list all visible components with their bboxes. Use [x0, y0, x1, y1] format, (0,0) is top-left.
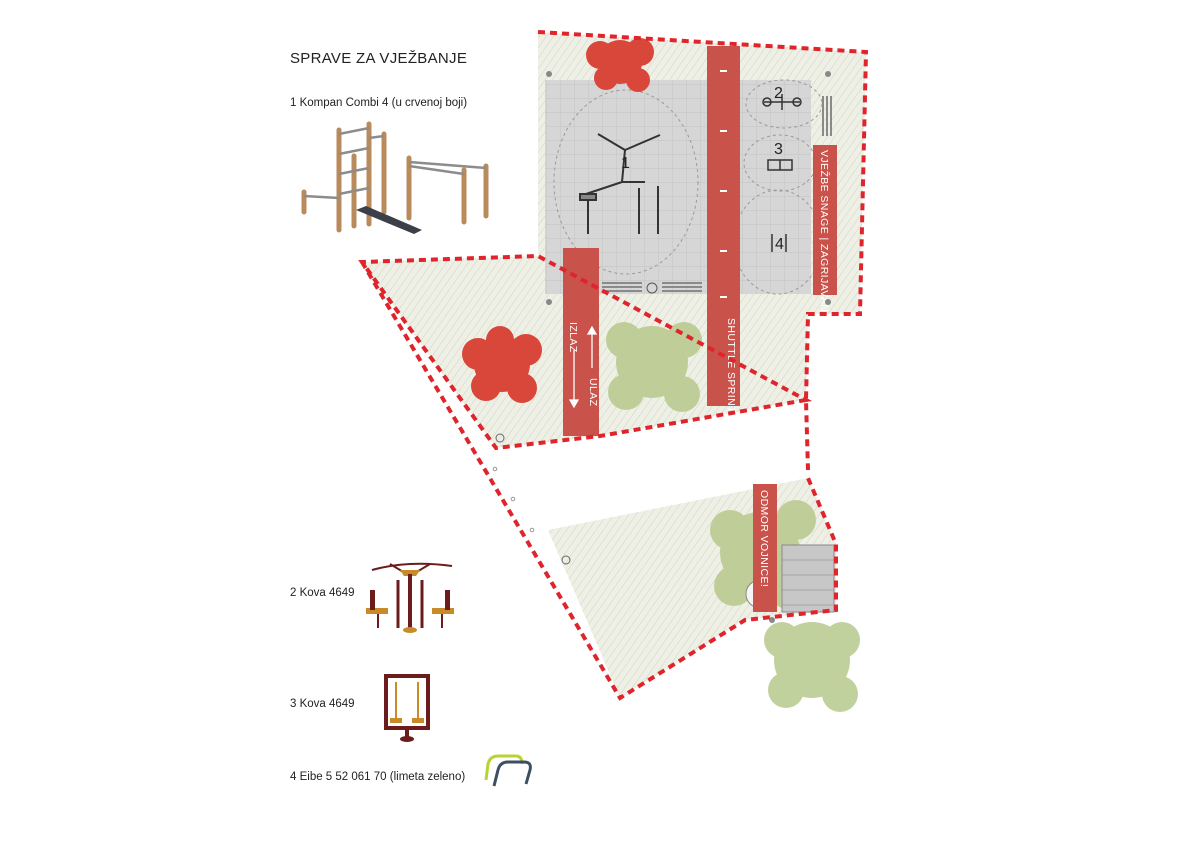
green-tree [764, 622, 860, 712]
strength-lane [813, 145, 837, 295]
rest-lane [753, 484, 777, 612]
entry-arrow-icon [586, 325, 598, 368]
legend-item-2: 2 Kova 4649 [290, 587, 355, 599]
play-zone-1 [553, 89, 699, 275]
equipment-number-3: 3 [774, 141, 783, 158]
equipment-1-symbol [579, 133, 661, 234]
legend-title: SPRAVE ZA VJEŽBANJE [290, 50, 468, 67]
deck [781, 544, 835, 613]
legend-item-4: 4 Eibe 5 52 061 70 (limeta zeleno) [290, 771, 466, 783]
equipment-number-1: 1 [621, 155, 630, 172]
exit-label: IZLAZ [567, 322, 579, 353]
red-tree [462, 326, 542, 403]
strength-warmup-label: VJEŽBE SNAGE | ZAGRIJAVANJE [818, 150, 831, 325]
legend-item-1: 1 Kompan Combi 4 (u crvenoj boji) [290, 97, 468, 109]
kompan-combi-equipment-image [301, 121, 489, 234]
entry-label: ULAZ [587, 378, 599, 407]
small-markers [492, 466, 535, 533]
shuttle-sprint-label: SHUTTLE SPRINT [725, 318, 737, 413]
rest-label: ODMOR VOJNICE! [758, 490, 770, 587]
kova-4649-rotating-image [366, 562, 454, 633]
red-tree [586, 38, 654, 92]
equipment-number-2: 2 [774, 85, 783, 102]
bin [646, 282, 658, 294]
bench [602, 96, 832, 292]
west-boundary [360, 260, 838, 701]
eibe-bars-image [484, 754, 532, 787]
drain [495, 433, 505, 443]
upper-boundary [358, 30, 869, 471]
exit-arrow-icon [568, 350, 580, 409]
equipment-number-4: 4 [775, 236, 784, 253]
equipment-3-symbol [767, 159, 793, 171]
bollard [546, 71, 831, 623]
green-tree [606, 322, 702, 412]
drain [561, 555, 571, 565]
shuttle-sprint-lane [707, 46, 740, 406]
kova-4649-walker-image [384, 674, 430, 742]
equipment-2-symbol [762, 94, 802, 110]
legend-item-3: 3 Kova 4649 [290, 698, 355, 710]
equipment-4-symbol [771, 234, 787, 252]
